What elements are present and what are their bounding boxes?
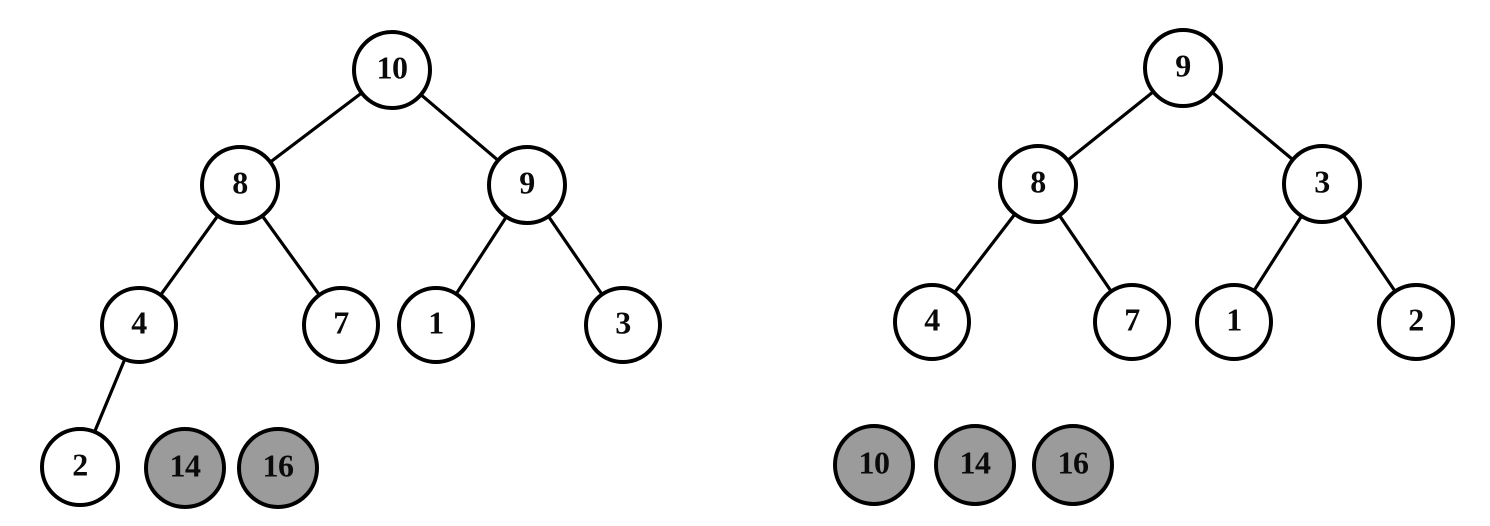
node-label-1: 1 (428, 304, 444, 340)
node-circle-8 (200, 145, 280, 225)
node-circle-14 (934, 424, 1016, 506)
tree-node-14-free[interactable]: 14 (144, 427, 226, 509)
node-circle-8 (998, 144, 1078, 224)
node-circle-9 (487, 145, 567, 225)
node-circle-2 (1377, 283, 1455, 361)
node-label-1: 1 (1226, 301, 1242, 337)
tree-node-10-free[interactable]: 10 (833, 424, 915, 506)
tree-edge-8-to-4 (952, 211, 1018, 296)
tree-node-3[interactable]: 3 (1282, 144, 1362, 224)
tree-edge-9-to-1 (453, 214, 509, 297)
node-label-8: 8 (232, 164, 248, 200)
tree-edge-10-to-8 (267, 90, 365, 165)
tree-edge-10-to-9 (418, 92, 501, 163)
node-label-16: 16 (263, 447, 295, 483)
node-circle-9 (1143, 28, 1223, 108)
tree-node-9[interactable]: 9 (487, 145, 567, 225)
node-circle-3 (584, 286, 662, 364)
node-circle-10 (833, 424, 915, 506)
node-circle-2 (40, 427, 120, 507)
node-label-9: 9 (1175, 47, 1191, 83)
tree-node-10[interactable]: 10 (352, 30, 432, 110)
tree-node-7[interactable]: 7 (302, 286, 380, 364)
node-label-7: 7 (1124, 301, 1140, 337)
tree-node-4[interactable]: 4 (893, 283, 971, 361)
node-circle-14 (144, 427, 226, 509)
node-label-3: 3 (615, 304, 631, 340)
tree-edge-3-to-1 (1251, 213, 1304, 294)
node-label-3: 3 (1314, 163, 1330, 199)
node-circle-7 (1093, 283, 1171, 361)
tree-edge-4-to-2 (92, 356, 127, 435)
tree-node-2[interactable]: 2 (40, 427, 120, 507)
node-label-4: 4 (131, 304, 147, 340)
tree-edge-8-to-7 (1056, 212, 1114, 295)
node-label-2: 2 (72, 446, 88, 482)
tree-node-14-free[interactable]: 14 (934, 424, 1016, 506)
node-label-4: 4 (924, 301, 940, 337)
node-circle-1 (397, 286, 475, 364)
node-label-10: 10 (859, 444, 890, 480)
tree-node-3[interactable]: 3 (584, 286, 662, 364)
tree-node-1[interactable]: 1 (397, 286, 475, 364)
node-label-8: 8 (1030, 163, 1046, 199)
tree-edge-9-to-3 (546, 213, 605, 298)
node-circle-4 (100, 286, 178, 364)
edges-layer (92, 89, 1398, 435)
nodes-layer: 10 8 9 4 7 1 3 2 14 16 9 8 3 4 7 1 2 10 14 16 (40, 28, 1455, 509)
node-label-2: 2 (1408, 301, 1424, 337)
tree-node-7[interactable]: 7 (1093, 283, 1171, 361)
tree-node-16-free[interactable]: 16 (237, 427, 319, 509)
tree-node-16-free[interactable]: 16 (1032, 424, 1114, 506)
tree-node-8[interactable]: 8 (200, 145, 280, 225)
tree-edge-3-to-2 (1340, 212, 1398, 295)
tree-edge-8-to-4 (158, 213, 221, 298)
tree-edge-8-to-7 (259, 213, 322, 298)
node-label-14: 14 (960, 444, 992, 480)
tree-node-2[interactable]: 2 (1377, 283, 1455, 361)
node-circle-16 (1032, 424, 1114, 506)
node-circle-16 (237, 427, 319, 509)
node-label-10: 10 (377, 49, 408, 85)
tree-node-9[interactable]: 9 (1143, 28, 1223, 108)
node-circle-7 (302, 286, 380, 364)
node-circle-10 (352, 30, 432, 110)
tree-node-1[interactable]: 1 (1195, 283, 1273, 361)
tree-edge-9-to-8 (1064, 89, 1157, 163)
node-label-16: 16 (1058, 444, 1090, 480)
node-label-14: 14 (170, 447, 202, 483)
node-circle-1 (1195, 283, 1273, 361)
tree-edge-9-to-3 (1209, 89, 1296, 163)
node-label-9: 9 (519, 164, 535, 200)
node-circle-3 (1282, 144, 1362, 224)
tree-node-8[interactable]: 8 (998, 144, 1078, 224)
node-circle-4 (893, 283, 971, 361)
tree-node-4[interactable]: 4 (100, 286, 178, 364)
node-label-7: 7 (333, 304, 349, 340)
